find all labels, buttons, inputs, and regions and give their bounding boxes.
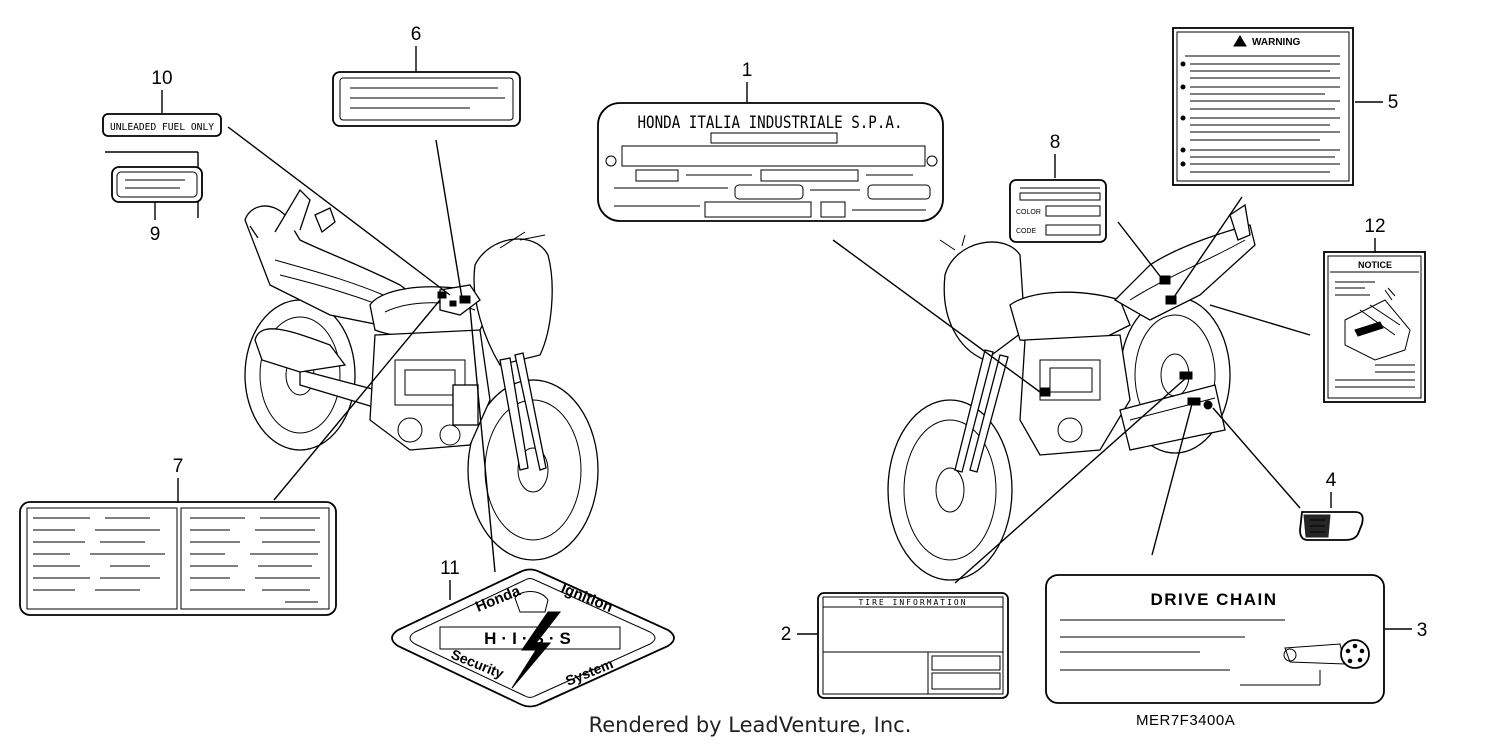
- callout-numbers: 1 2 3 4 5 6 7 8 9 10 11 12: [150, 24, 1428, 645]
- label-part-4: [1299, 511, 1364, 541]
- label-frame-plate: HONDA ITALIA INDUSTRIALE S.P.A.: [597, 102, 944, 222]
- label-warning: WARNING: [1172, 27, 1354, 186]
- warning-triangle-icon: [1233, 35, 1247, 47]
- tire-info-title: TIRE INFORMATION: [858, 598, 967, 607]
- callout-11: 11: [440, 558, 460, 579]
- sprocket-icon: [1283, 639, 1370, 669]
- label-part-9: [111, 166, 203, 203]
- label-hiss: Honda Ignition H·I·S·S Security System: [391, 568, 675, 708]
- callout-1: 1: [742, 60, 753, 81]
- color-label: COLOR: [1016, 209, 1041, 216]
- label-part-6: [332, 71, 521, 127]
- lightning-bolt-icon: [511, 611, 562, 689]
- label-part-7: [19, 501, 337, 616]
- callout-6: 6: [411, 24, 422, 45]
- callout-5: 5: [1388, 92, 1399, 113]
- callout-12: 12: [1364, 216, 1385, 237]
- credit-text: Rendered by LeadVenture, Inc.: [588, 713, 912, 737]
- callout-8: 8: [1050, 132, 1061, 153]
- callout-9: 9: [150, 224, 161, 245]
- callout-4: 4: [1326, 470, 1337, 491]
- label-color-code: COLOR CODE: [1009, 179, 1107, 243]
- motorcycle-right-view: [887, 203, 1256, 581]
- frame-plate-text: HONDA ITALIA INDUSTRIALE S.P.A.: [638, 113, 903, 133]
- label-drive-chain: DRIVE CHAIN: [1045, 574, 1385, 704]
- drive-chain-title: DRIVE CHAIN: [1150, 590, 1277, 609]
- motorcycle-left-view: [244, 188, 599, 561]
- callout-3: 3: [1417, 620, 1428, 641]
- code-label: CODE: [1016, 228, 1037, 235]
- label-notice: NOTICE: [1323, 251, 1426, 403]
- notice-illustration-icon: [1344, 299, 1411, 361]
- callout-7: 7: [173, 456, 184, 477]
- notice-title: NOTICE: [1358, 260, 1392, 270]
- callout-2: 2: [781, 624, 792, 645]
- label-tire-information: TIRE INFORMATION: [817, 592, 1009, 699]
- warning-title: WARNING: [1252, 37, 1301, 48]
- fuel-label-text: UNLEADED FUEL ONLY: [110, 122, 214, 133]
- diagram-code: MER7F3400A: [1136, 712, 1236, 729]
- callout-10: 10: [151, 68, 172, 89]
- label-fuel: UNLEADED FUEL ONLY: [102, 113, 222, 137]
